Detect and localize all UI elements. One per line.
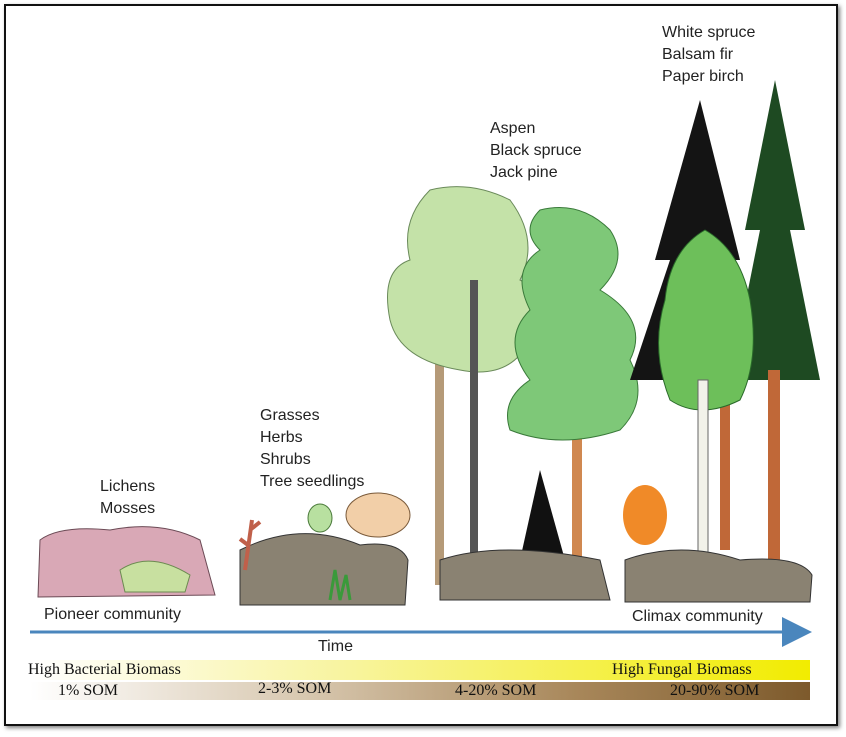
aspen-tree <box>387 186 544 585</box>
som-gradient-bar <box>30 682 810 700</box>
som-label: 20-90% SOM <box>670 682 760 699</box>
bacterial-biomass-label: High Bacterial Biomass <box>28 661 181 678</box>
species-name: Grasses <box>260 407 320 424</box>
climax-community-label: Climax community <box>632 608 763 625</box>
pioneer-rocks <box>37 526 216 598</box>
species-name: Aspen <box>490 120 536 137</box>
white-spruce-tree <box>730 80 820 600</box>
biomass-gradient-bar <box>30 660 810 680</box>
species-name: Balsam fir <box>662 46 734 63</box>
orange-shrub <box>623 485 667 545</box>
time-axis-label: Time <box>318 638 353 655</box>
som-label: 1% SOM <box>58 682 119 699</box>
early-species-label: Grasses Herbs Shrubs Tree seedlings <box>260 405 364 493</box>
pioneer-community-label: Pioneer community <box>44 606 181 623</box>
pioneer-species-label: Lichens Mosses <box>100 476 155 520</box>
species-name: Mosses <box>100 500 156 517</box>
species-name: Paper birch <box>662 68 744 85</box>
fungal-biomass-label: High Fungal Biomass <box>612 661 752 678</box>
species-name: White spruce <box>662 24 756 41</box>
species-name: Jack pine <box>490 164 558 181</box>
early-stage-plants <box>238 492 411 606</box>
climax-rocks <box>624 549 813 603</box>
paper-birch-tree <box>658 229 754 596</box>
species-name: Shrubs <box>260 451 311 468</box>
jack-pine-tree <box>507 207 639 590</box>
climax-species-label: White spruce Balsam fir Paper birch <box>662 22 755 88</box>
mid-species-label: Aspen Black spruce Jack pine <box>490 118 582 184</box>
species-name: Herbs <box>260 429 303 446</box>
species-name: Black spruce <box>490 142 582 159</box>
species-name: Lichens <box>100 478 156 495</box>
species-name: Tree seedlings <box>260 473 365 490</box>
black-spruce-sapling <box>520 470 565 560</box>
som-label: 2-3% SOM <box>258 680 332 697</box>
som-label: 4-20% SOM <box>455 682 537 699</box>
mid-rocks <box>439 549 611 601</box>
